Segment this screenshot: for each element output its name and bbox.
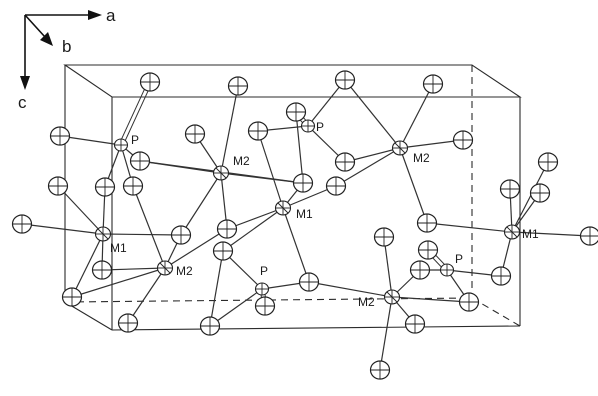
- oxygen-atom: [201, 317, 220, 335]
- bond: [103, 234, 181, 235]
- b-axis-line: [25, 15, 45, 37]
- oxygen-atom: [229, 77, 248, 95]
- oxygen-atom: [531, 184, 550, 202]
- bond: [22, 224, 103, 234]
- bond: [133, 186, 165, 268]
- p-label: P: [316, 120, 324, 134]
- bond: [309, 282, 392, 297]
- oxygen-atom: [406, 315, 425, 333]
- metal-atom: [158, 261, 173, 275]
- bond: [380, 297, 392, 370]
- bond: [345, 80, 400, 148]
- oxygen-atom: [419, 241, 438, 259]
- oxygen-atom: [49, 177, 68, 195]
- oxygen-atom: [501, 180, 520, 198]
- p-label: P: [131, 133, 139, 147]
- oxygen-atom: [13, 215, 32, 233]
- oxygen-atom: [172, 226, 191, 244]
- bond: [128, 268, 165, 323]
- bond: [400, 84, 433, 148]
- phosphorus-atom: [441, 264, 454, 276]
- oxygen-atom: [336, 153, 355, 171]
- atoms: [13, 71, 598, 379]
- bond: [392, 297, 469, 302]
- oxygen-atom: [119, 314, 138, 332]
- cell-edge: [112, 326, 520, 330]
- oxygen-atom: [93, 261, 112, 279]
- bond: [181, 173, 221, 235]
- oxygen-atom: [256, 297, 275, 315]
- oxygen-atom: [336, 71, 355, 89]
- cell-top-face: [65, 65, 520, 97]
- oxygen-atom: [124, 177, 143, 195]
- p-label: P: [260, 264, 268, 278]
- metal-atom: [505, 225, 520, 239]
- oxygen-atom: [96, 178, 115, 196]
- metal-atom: [385, 290, 400, 304]
- b-axis-label: b: [62, 37, 71, 56]
- oxygen-atom: [294, 174, 313, 192]
- oxygen-atom: [131, 152, 150, 170]
- oxygen-atom: [249, 122, 268, 140]
- bond: [210, 251, 223, 326]
- oxygen-atom: [300, 273, 319, 291]
- oxygen-atom: [141, 73, 160, 91]
- oxygen-atom: [371, 361, 390, 379]
- atom-labels: P P P P M2 M2 M2 M2 M1 M1 M1: [110, 120, 539, 309]
- oxygen-atom: [424, 75, 443, 93]
- a-axis-label: a: [106, 6, 116, 25]
- m2-label: M2: [413, 151, 430, 165]
- oxygen-atom: [418, 214, 437, 232]
- m2-label: M2: [358, 295, 375, 309]
- c-axis-label: c: [18, 93, 27, 112]
- bond: [72, 268, 165, 297]
- phosphorus-atom: [256, 283, 269, 295]
- oxygen-atom: [492, 267, 511, 285]
- p-label: P: [455, 252, 463, 266]
- oxygen-atom: [375, 228, 394, 246]
- oxygen-atom: [454, 131, 473, 149]
- oxygen-atom: [581, 227, 598, 245]
- oxygen-atom: [411, 261, 430, 279]
- bond: [427, 223, 512, 232]
- cell-hidden-edge: [472, 298, 520, 326]
- oxygen-atom: [63, 288, 82, 306]
- m1-label: M1: [522, 227, 539, 241]
- oxygen-atom: [51, 127, 70, 145]
- metal-atom: [393, 141, 408, 155]
- oxygen-atom: [214, 242, 233, 260]
- m1-label: M1: [110, 241, 127, 255]
- m2-label: M2: [233, 154, 250, 168]
- oxygen-atom: [327, 177, 346, 195]
- a-axis-arrowhead: [88, 10, 102, 20]
- c-axis-arrowhead: [20, 76, 30, 90]
- phosphorus-atom: [115, 139, 128, 151]
- oxygen-atom: [539, 153, 558, 171]
- phosphorus-atom: [302, 120, 315, 132]
- metal-atom: [276, 201, 291, 215]
- metal-atom: [214, 166, 229, 180]
- metal-atom: [96, 227, 111, 241]
- oxygen-atom: [218, 220, 237, 238]
- oxygen-atom: [287, 103, 306, 121]
- oxygen-atom: [460, 293, 479, 311]
- axis-indicator: a b c: [18, 6, 116, 112]
- m1-label: M1: [296, 207, 313, 221]
- bond: [258, 131, 283, 208]
- oxygen-atom: [186, 125, 205, 143]
- m2-label: M2: [176, 264, 193, 278]
